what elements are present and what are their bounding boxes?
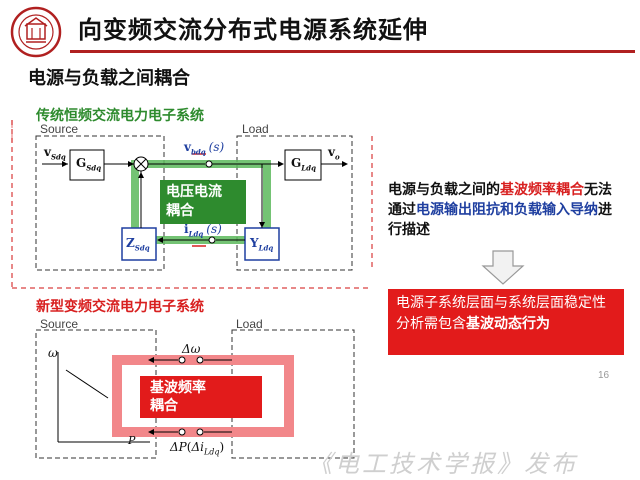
- omega-axis-label: ω: [48, 346, 58, 360]
- bottom-coupling-label-line1: 基波频率: [150, 380, 206, 396]
- z-sdq-block: [121, 227, 157, 261]
- y-ldq-label: YLdq: [250, 236, 274, 253]
- delta-p-label: ΔP(ΔiLdq): [170, 440, 225, 457]
- journal-watermark: 《电工技术学报》发布: [308, 450, 578, 478]
- coupling-label-line2: 耦合: [166, 203, 194, 219]
- top-diagram-title: 传统恒频交流电力电子系统: [36, 108, 204, 124]
- g-ldq-label: GLdq: [291, 156, 316, 173]
- down-arrow-icon: [481, 250, 525, 285]
- bottom-load-label: Load: [236, 317, 263, 331]
- voltage-current-coupling-box: 电压电流 耦合: [160, 180, 246, 224]
- g-sdq-label: GSdq: [76, 156, 102, 173]
- i-bus-label: iLdq(s): [184, 222, 222, 239]
- title-underline: [70, 50, 635, 53]
- delta-omega-label: Δω: [182, 342, 201, 356]
- coupling-label-line1: 电压电流: [166, 184, 222, 200]
- z-sdq-label: ZSdq: [126, 236, 150, 253]
- p-axis-label: P: [128, 434, 136, 447]
- conclusion-box: 电源子系统层面与系统层面稳定性分析需包含基波动态行为: [388, 289, 624, 355]
- g-sdq-block: [69, 149, 105, 181]
- top-load-label: Load: [242, 122, 269, 136]
- top-source-label: Source: [40, 122, 79, 136]
- g-ldq-block: [284, 149, 322, 181]
- slide-title: 向变频交流分布式电源系统延伸: [78, 16, 428, 44]
- top-load-box: [236, 135, 353, 271]
- droop-line: [65, 369, 109, 399]
- bottom-source-label: Source: [40, 317, 79, 331]
- right-description: 电源与负载之间的基波频率耦合无法通过电源输出阻抗和负载输入导纳进行描述: [388, 182, 612, 238]
- fundamental-frequency-coupling-box: 基波频率 耦合: [140, 376, 262, 418]
- v-bus-label: vbdq(s): [184, 140, 225, 157]
- v-o-label: vo: [328, 145, 340, 162]
- page-number: 16: [598, 370, 610, 381]
- section-title: 电源与负载之间耦合: [28, 68, 190, 89]
- bottom-coupling-label-line2: 耦合: [150, 398, 178, 414]
- y-ldq-block: [244, 227, 280, 261]
- bottom-diagram-title: 新型变频交流电力电子系统: [36, 299, 204, 315]
- v-sdq-label: vSdq: [44, 145, 66, 162]
- university-logo: [10, 6, 62, 58]
